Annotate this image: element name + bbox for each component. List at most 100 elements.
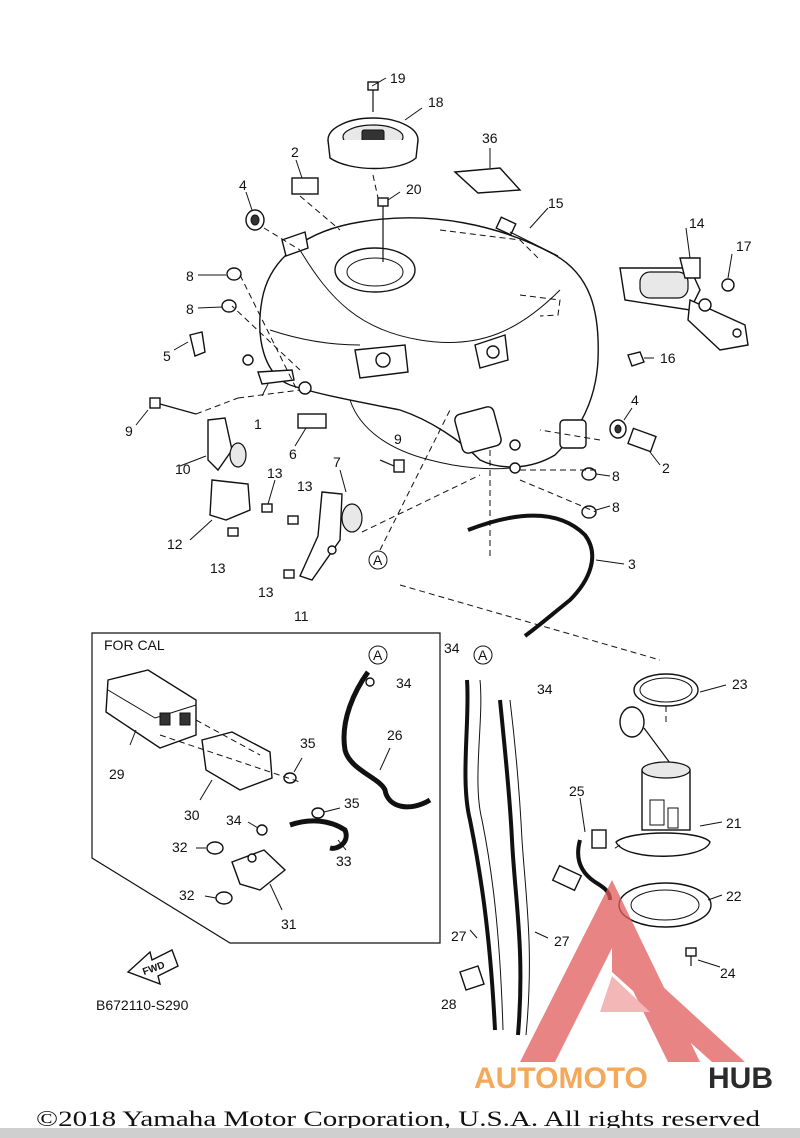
callout-30: 30: [184, 807, 200, 823]
fuel-pump: [615, 706, 711, 857]
callout-27b: 27: [554, 933, 570, 949]
callout-labels: 19 18 36 2 20 4 15 14 17 8 8 5 16 1 4 9 …: [109, 70, 752, 1012]
long-bolt: [495, 216, 559, 257]
callout-20: 20: [406, 181, 422, 197]
hose-clip-28: [459, 965, 485, 991]
fwd-arrow-icon: [126, 949, 179, 986]
grommet-left: [245, 209, 265, 231]
pad-right: [627, 427, 657, 453]
callout-11: 11: [294, 608, 309, 624]
canister: [105, 669, 197, 749]
callout-35b: 35: [344, 795, 360, 811]
valve-bracket: [619, 257, 749, 351]
fuel-tank: [242, 217, 599, 474]
tank-plate: [453, 167, 522, 194]
tank-hose: [467, 513, 595, 638]
callout-31: 31: [281, 916, 297, 932]
callout-2b: 2: [662, 460, 670, 476]
pump-gasket: [633, 673, 699, 707]
callout-28: 28: [441, 996, 457, 1012]
bolt-left: [149, 397, 197, 415]
callout-19: 19: [390, 70, 406, 86]
for-cal-inset: [91, 632, 441, 944]
callout-13b: 13: [297, 478, 313, 494]
callout-24: 24: [720, 965, 736, 981]
callout-35a: 35: [300, 735, 316, 751]
clip-35b: [311, 807, 325, 819]
ref-mark-a2: A: [373, 647, 383, 663]
callout-32b: 32: [179, 887, 195, 903]
bracket-10: [207, 417, 247, 472]
callout-34d: 34: [226, 812, 242, 828]
callout-5: 5: [163, 348, 171, 364]
clip-34: [256, 824, 268, 836]
canister-mount: [231, 849, 287, 891]
hose-26: [341, 670, 432, 810]
fuel-cap: [327, 117, 419, 170]
callout-3: 3: [628, 556, 636, 572]
leader-lines: [135, 77, 733, 661]
callout-9b: 9: [394, 431, 402, 447]
callout-34b: 34: [396, 675, 412, 691]
callout-8d: 8: [612, 499, 620, 515]
collars: [221, 267, 597, 519]
callout-13a: 13: [267, 465, 283, 481]
callout-12: 12: [167, 536, 183, 552]
callout-25: 25: [569, 783, 585, 799]
callout-29: 29: [109, 766, 125, 782]
bracket-front: [257, 369, 295, 385]
reference-marks: A A A: [368, 550, 493, 665]
callout-2a: 2: [291, 144, 299, 160]
brand-automoto: AUTOMOTO: [474, 1062, 648, 1095]
callout-26: 26: [387, 727, 403, 743]
brand-hub: HUB: [708, 1062, 773, 1095]
small-bolts: [227, 503, 299, 579]
watermark-logo: [520, 880, 745, 1062]
callout-36: 36: [482, 130, 498, 146]
callout-13d: 13: [258, 584, 274, 600]
pump-bolt: [685, 947, 697, 966]
bolt-mid: [379, 459, 405, 473]
damper: [189, 331, 206, 357]
callout-8b: 8: [186, 301, 194, 317]
callout-27a: 27: [451, 928, 467, 944]
grommet: [721, 278, 735, 292]
bracket-11: [299, 491, 363, 581]
callout-14: 14: [689, 215, 705, 231]
bracket-12: [209, 479, 251, 521]
inset-title: FOR CAL: [104, 637, 165, 653]
bolt-32b: [215, 891, 233, 905]
callout-9a: 9: [125, 423, 133, 439]
callout-18: 18: [428, 94, 444, 110]
clip-34-top: [365, 677, 375, 687]
cap-bolt: [367, 81, 379, 112]
copyright-notice: ©2018 Yamaha Motor Corporation, U.S.A. A…: [36, 1106, 760, 1131]
callout-6: 6: [289, 446, 297, 462]
callout-8a: 8: [186, 268, 194, 284]
callout-4a: 4: [239, 177, 247, 193]
callout-34c: 34: [537, 681, 553, 697]
callout-13c: 13: [210, 560, 226, 576]
callout-16: 16: [660, 350, 676, 366]
bottom-strip: [0, 1128, 800, 1138]
callout-34a: 34: [444, 640, 460, 656]
pad-bottom: [297, 413, 327, 429]
callout-7: 7: [333, 454, 341, 470]
nut: [627, 351, 645, 367]
callout-32a: 32: [172, 839, 188, 855]
ref-mark-a1: A: [373, 552, 383, 568]
callout-33: 33: [336, 853, 352, 869]
pad-left: [291, 177, 319, 195]
callout-22: 22: [726, 888, 742, 904]
hose-33: [289, 818, 349, 851]
callout-23: 23: [732, 676, 748, 692]
grommet-right: [609, 419, 627, 439]
callout-15: 15: [548, 195, 564, 211]
fuel-line: [551, 797, 612, 901]
watermark-wordmark: AUTOMOTO HUB: [474, 1062, 773, 1095]
callout-1: 1: [254, 416, 262, 432]
tank-bolt: [377, 197, 389, 262]
callout-8c: 8: [612, 468, 620, 484]
ref-mark-a3: A: [478, 647, 488, 663]
